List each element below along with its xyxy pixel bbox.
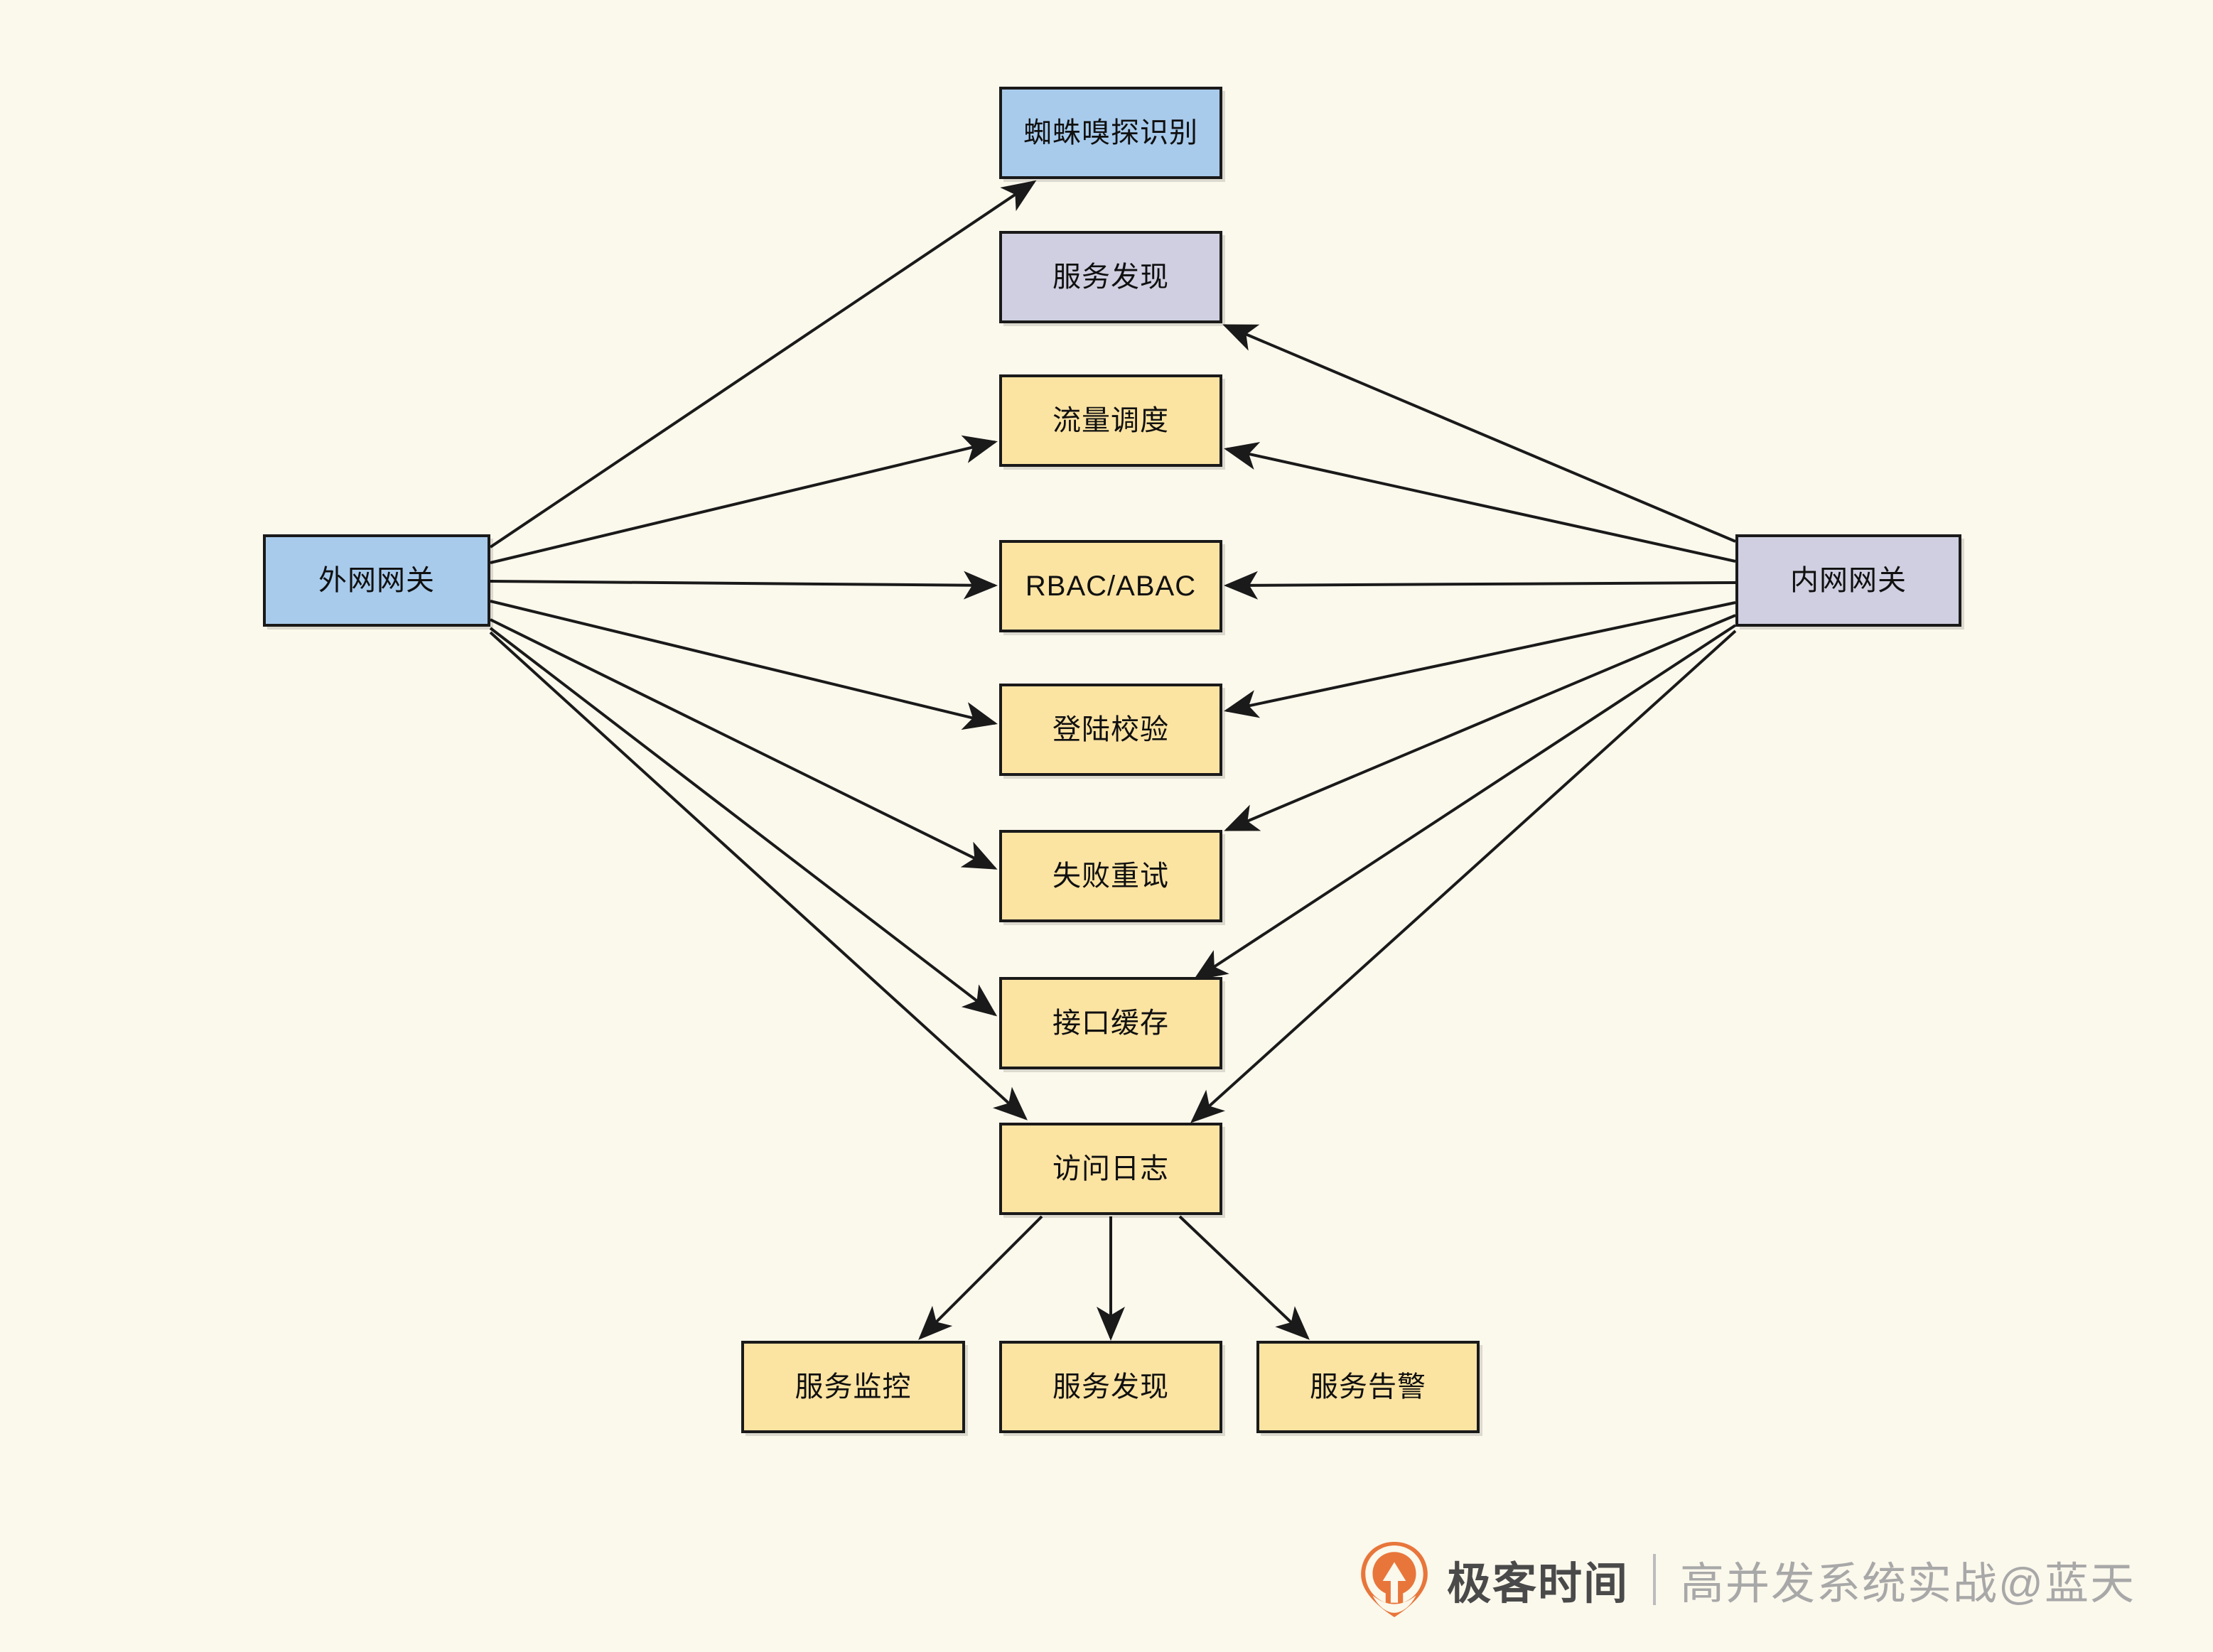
edge-int_gateway-to-rbac	[1224, 571, 1736, 600]
watermark: 极客时间 高并发系统实战@蓝天	[1357, 1533, 2136, 1626]
watermark-brand: 极客时间	[1447, 1560, 1630, 1609]
node-label: 服务发现	[1052, 261, 1169, 293]
edge-ext_gateway-to-rbac	[490, 571, 998, 600]
node-traffic[interactable]: 流量调度	[999, 374, 1222, 467]
node-label: 服务监控	[795, 1371, 912, 1403]
node-label: 失败重试	[1052, 860, 1169, 892]
node-discovery_top[interactable]: 服务发现	[999, 231, 1222, 323]
edge-ext_gateway-to-spider	[489, 180, 1037, 549]
edge-ext_gateway-to-retry	[490, 618, 998, 870]
node-login[interactable]: 登陆校验	[999, 684, 1222, 776]
watermark-course: 高并发系统实战@蓝天	[1680, 1560, 2136, 1609]
edge-int_gateway-to-cache	[1192, 624, 1737, 981]
edge-ext_gateway-to-accesslog	[489, 631, 1028, 1121]
node-label: 流量调度	[1052, 405, 1169, 436]
edge-accesslog-to-monitor	[918, 1215, 1043, 1340]
edge-ext_gateway-to-traffic	[490, 435, 998, 564]
node-label: 服务告警	[1310, 1371, 1426, 1403]
watermark-divider	[1653, 1554, 1657, 1605]
node-spider[interactable]: 蜘蛛嗅探识别	[999, 87, 1222, 179]
node-monitor[interactable]: 服务监控	[741, 1341, 965, 1433]
node-rbac[interactable]: RBAC/ABAC	[999, 540, 1222, 632]
node-label: 外网网关	[318, 565, 435, 596]
node-label: 接口缓存	[1052, 1008, 1169, 1039]
edge-int_gateway-to-traffic	[1224, 441, 1736, 563]
node-label: 登陆校验	[1052, 714, 1169, 745]
edge-int_gateway-to-login	[1224, 601, 1736, 718]
node-discovery_bot[interactable]: 服务发现	[999, 1341, 1222, 1433]
edge-int_gateway-to-retry	[1224, 614, 1736, 831]
node-alert[interactable]: 服务告警	[1256, 1341, 1480, 1433]
node-accesslog[interactable]: 访问日志	[999, 1123, 1222, 1215]
node-label: 访问日志	[1052, 1153, 1169, 1184]
node-ext_gateway[interactable]: 外网网关	[263, 534, 490, 627]
edge-int_gateway-to-accesslog	[1190, 630, 1737, 1123]
node-int_gateway[interactable]: 内网网关	[1735, 534, 1961, 627]
geekbang-logo-icon	[1361, 1542, 1428, 1617]
edge-accesslog-to-alert	[1178, 1215, 1310, 1340]
edge-ext_gateway-to-cache	[489, 627, 998, 1017]
node-retry[interactable]: 失败重试	[999, 830, 1222, 922]
node-label: 蜘蛛嗅探识别	[1023, 117, 1198, 149]
node-cache[interactable]: 接口缓存	[999, 977, 1222, 1069]
edge-int_gateway-to-discovery_top	[1222, 324, 1736, 543]
node-label: 内网网关	[1790, 565, 1907, 596]
edge-ext_gateway-to-login	[490, 600, 998, 730]
node-label: 服务发现	[1052, 1371, 1169, 1403]
node-label: RBAC/ABAC	[1025, 571, 1197, 602]
